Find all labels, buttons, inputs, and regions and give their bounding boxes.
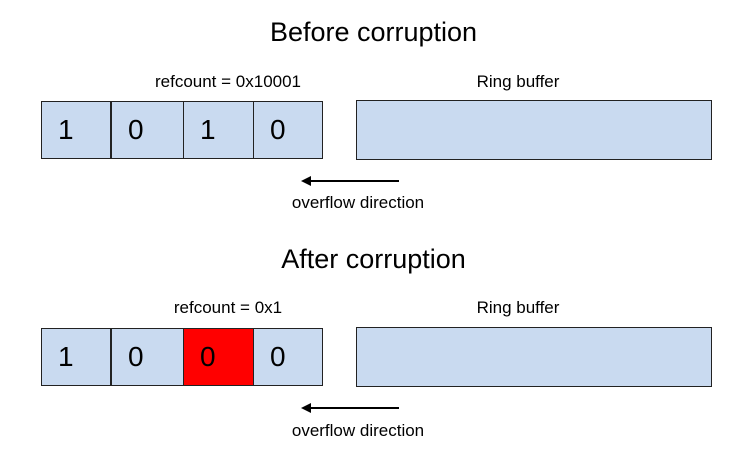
before-ring-buffer: [356, 100, 712, 160]
after-title: After corruption: [281, 244, 466, 274]
before-cell-2: 1: [183, 101, 254, 159]
before-refcount-label: refcount = 0x10001: [154, 72, 302, 91]
before-cell-0: 1: [41, 101, 111, 159]
before-overflow-arrow-icon: [301, 176, 399, 186]
after-ring-buffer: [356, 327, 712, 387]
after-direction-label: overflow direction: [291, 421, 425, 440]
after-ring-label: Ring buffer: [476, 298, 560, 317]
after-cell-1: 0: [111, 328, 184, 386]
after-refcount-label: refcount = 0x1: [173, 298, 283, 317]
before-ring-label: Ring buffer: [476, 72, 560, 91]
before-direction-label: overflow direction: [291, 193, 425, 212]
before-cell-1: 0: [111, 101, 184, 159]
before-title: Before corruption: [269, 17, 478, 47]
after-cell-0: 1: [41, 328, 111, 386]
after-cell-2-corrupted: 0: [183, 328, 254, 386]
before-cell-3: 0: [253, 101, 323, 159]
after-overflow-arrow-icon: [301, 403, 399, 413]
after-cell-3: 0: [253, 328, 323, 386]
